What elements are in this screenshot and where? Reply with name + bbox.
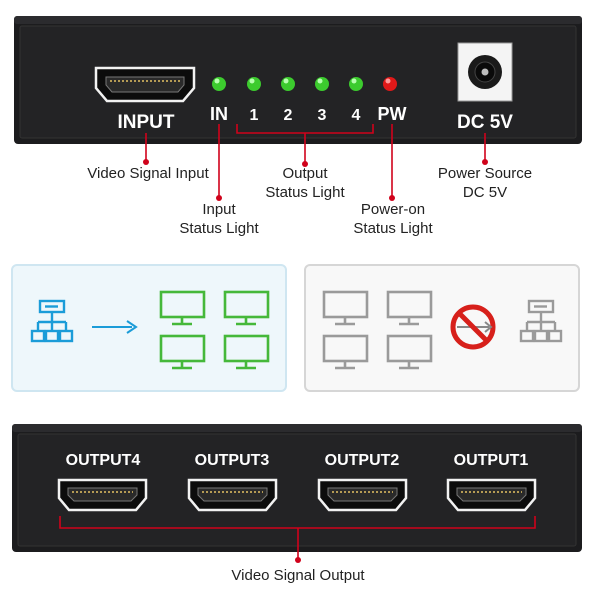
working-mode-box xyxy=(11,264,287,392)
channel-1-label: 1 xyxy=(250,107,259,124)
top-device-panel xyxy=(14,16,582,144)
not-supported-mode-box xyxy=(304,264,580,392)
in-label: IN xyxy=(210,104,228,124)
callout-video-signal-input: Video Signal Input xyxy=(87,165,209,182)
hdmi-output2-port-icon xyxy=(317,478,408,512)
dc-label: DC 5V xyxy=(457,112,513,133)
hdmi-output4-port-icon xyxy=(57,478,148,512)
output1-label: OUTPUT1 xyxy=(454,452,529,469)
monitor-icon-green-4 xyxy=(223,334,270,370)
channel-3-label: 3 xyxy=(318,107,327,124)
led-in xyxy=(212,77,226,91)
led-3 xyxy=(315,77,329,91)
bottom-callout-lines xyxy=(59,516,536,558)
monitor-icon-gray-1 xyxy=(322,290,369,326)
led-1 xyxy=(247,77,261,91)
led-4 xyxy=(349,77,363,91)
top-callout-dots xyxy=(143,159,488,201)
dc-power-port-icon xyxy=(457,42,513,102)
callout-power-on-status-light: Power-on Status Light xyxy=(353,201,433,237)
led-2 xyxy=(281,77,295,91)
arrow-right-icon xyxy=(92,320,138,334)
hdmi-output1-port-icon xyxy=(446,478,537,512)
network-icon-gray xyxy=(519,299,563,343)
callout-output-status-light: Output Status Light xyxy=(265,165,345,201)
monitor-icon-green-1 xyxy=(159,290,206,326)
callout-power-source: Power Source DC 5V xyxy=(437,165,533,201)
callout-input-status-light: Input Status Light xyxy=(179,201,259,237)
prohibited-direction-icon xyxy=(450,304,496,350)
source-network-icon xyxy=(30,299,74,343)
monitor-icon-gray-2 xyxy=(386,290,433,326)
pw-label: PW xyxy=(378,104,407,124)
led-pw xyxy=(383,77,397,91)
monitor-icon-green-3 xyxy=(159,334,206,370)
channel-4-label: 4 xyxy=(352,107,361,124)
monitor-icon-green-2 xyxy=(223,290,270,326)
output4-label: OUTPUT4 xyxy=(66,452,141,469)
hdmi-output3-port-icon xyxy=(187,478,278,512)
callout-video-signal-output: Video Signal Output xyxy=(231,567,365,584)
monitor-icon-gray-3 xyxy=(322,334,369,370)
top-callout-lines xyxy=(145,124,486,196)
output3-label: OUTPUT3 xyxy=(195,452,270,469)
input-label: INPUT xyxy=(118,112,175,133)
channel-2-label: 2 xyxy=(284,107,293,124)
output2-label: OUTPUT2 xyxy=(325,452,400,469)
monitor-icon-gray-4 xyxy=(386,334,433,370)
bottom-callout-dot xyxy=(295,557,301,563)
bottom-device-panel xyxy=(12,424,582,552)
hdmi-input-port-icon xyxy=(94,66,196,103)
